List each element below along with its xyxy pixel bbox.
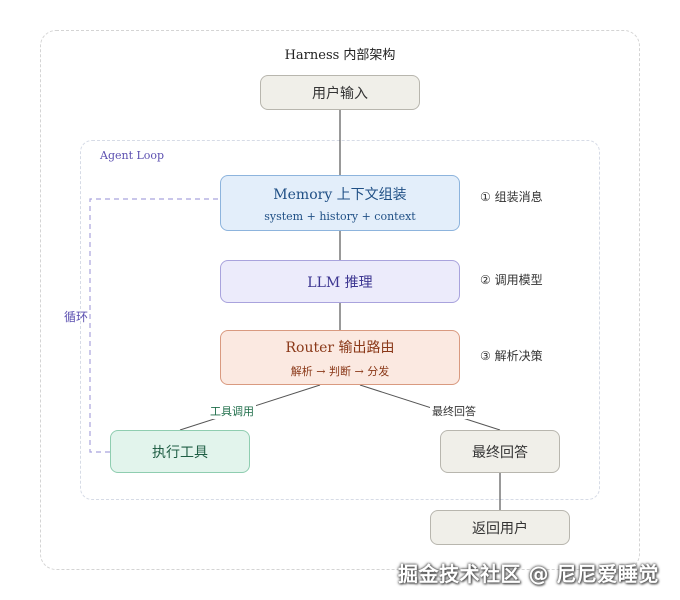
execute-tool-label: 执行工具 bbox=[152, 444, 208, 461]
step-1-label: ① 组装消息 bbox=[480, 190, 543, 204]
edge-label-tool-call: 工具调用 bbox=[208, 403, 256, 419]
return-user-label: 返回用户 bbox=[472, 520, 528, 537]
router-title: Router 输出路由 bbox=[285, 339, 395, 356]
memory-node: Memory 上下文组装 system + history + context bbox=[220, 175, 460, 231]
diagram-title: Harness 内部架构 bbox=[284, 48, 396, 63]
user-input-node: 用户输入 bbox=[260, 75, 420, 110]
step-2-label: ② 调用模型 bbox=[480, 273, 543, 287]
router-subtitle: 解析 → 判断 → 分发 bbox=[290, 364, 390, 378]
harness-container bbox=[40, 30, 640, 570]
return-user-node: 返回用户 bbox=[430, 510, 570, 545]
cycle-label: 循环 bbox=[64, 310, 89, 324]
edge-cycle-loop bbox=[89, 198, 220, 453]
watermark: 掘金技术社区 @ 尼尼爱睡觉 bbox=[398, 562, 659, 586]
user-input-label: 用户输入 bbox=[312, 85, 368, 102]
memory-subtitle: system + history + context bbox=[264, 209, 416, 223]
final-answer-node: 最终回答 bbox=[440, 430, 560, 473]
memory-title: Memory 上下文组装 bbox=[273, 186, 407, 203]
llm-node: LLM 推理 bbox=[220, 260, 460, 303]
agent-loop-label: Agent Loop bbox=[100, 149, 165, 162]
final-answer-label: 最终回答 bbox=[472, 444, 528, 461]
router-node: Router 输出路由 解析 → 判断 → 分发 bbox=[220, 330, 460, 385]
step-3-label: ③ 解析决策 bbox=[480, 349, 543, 363]
llm-title: LLM 推理 bbox=[307, 274, 373, 291]
edge-label-final-answer: 最终回答 bbox=[430, 403, 478, 419]
execute-tool-node: 执行工具 bbox=[110, 430, 250, 473]
